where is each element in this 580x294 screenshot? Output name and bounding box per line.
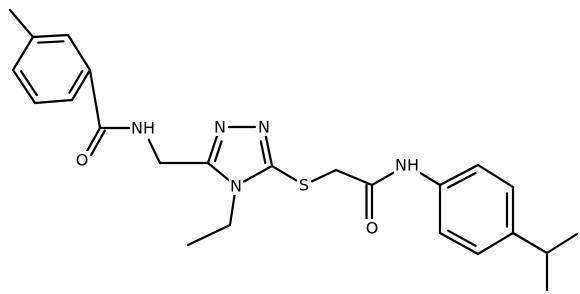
bond-n4-et1 xyxy=(228,193,236,227)
atom-n5: NH xyxy=(394,156,420,175)
bond-ch2b-co2 xyxy=(334,168,374,187)
bond-ip1-ip3 xyxy=(545,232,579,255)
bond-me1-ba1 xyxy=(8,8,35,39)
bond-s1-ch2b xyxy=(311,168,338,183)
bond-ph1-ph2-inner xyxy=(447,172,477,189)
bond-ba3-ba4 xyxy=(70,68,92,102)
bond-n4-c5 xyxy=(206,161,231,182)
bond-co2-n5 xyxy=(370,170,397,187)
atom-o1-label: O xyxy=(76,151,89,170)
atom-o2-background xyxy=(365,219,379,237)
atom-n4-label: N xyxy=(230,177,242,196)
bond-n5-ph1 xyxy=(417,170,442,187)
atom-o2-label: O xyxy=(366,219,379,238)
bond-c3-n4 xyxy=(242,164,274,183)
atom-n1-background xyxy=(130,119,156,137)
bond-n3-c3-inner xyxy=(259,140,267,165)
atom-n1: NH xyxy=(130,119,156,138)
bond-ph2-ph3 xyxy=(476,163,515,189)
bond-ph1-ph2 xyxy=(438,163,480,187)
atom-n2-label: N xyxy=(214,118,226,137)
bond-ba3-co1 xyxy=(88,68,102,130)
bond-ba3-ba4-inner xyxy=(68,69,84,94)
atom-n3-background xyxy=(257,118,271,136)
bond-ba1-ba2-inner xyxy=(37,40,65,44)
bond-n3-c3 xyxy=(264,134,274,168)
atom-o1: O xyxy=(75,151,89,170)
bond-c5-n2 xyxy=(206,134,219,165)
atom-n3-label: N xyxy=(258,118,270,137)
atom-s1-label: S xyxy=(299,176,309,195)
atom-o1-background xyxy=(75,151,89,169)
atom-n2-background xyxy=(213,118,227,136)
bond-c3-s1 xyxy=(270,164,298,182)
atom-n5-label: NH xyxy=(395,156,419,175)
bond-ba2-ba3 xyxy=(66,33,92,72)
bond-ba4-ba5 xyxy=(33,98,74,105)
bond-ba5-ba6 xyxy=(11,68,37,105)
bond-ph5-ph6 xyxy=(438,231,480,256)
bond-ba5-ba6-inner xyxy=(20,70,39,97)
bond-ba1-ba2 xyxy=(31,33,70,39)
atom-s1: S xyxy=(297,176,311,195)
atom-n3: N xyxy=(257,118,271,137)
bond-c5-n2-inner xyxy=(213,140,223,163)
bond-n1-ch2 xyxy=(147,138,162,165)
bond-ph5-ph6-inner xyxy=(447,229,477,247)
bond-ph4-ph5 xyxy=(476,231,515,256)
atom-label-layer: O NH N N N S O NH xyxy=(75,118,420,238)
atom-n5-background xyxy=(394,156,420,174)
bond-ba6-ba1 xyxy=(11,35,35,72)
atom-o2: O xyxy=(365,219,379,238)
atom-n1-label: NH xyxy=(131,119,155,138)
bond-ph4-ip1 xyxy=(511,231,549,255)
bond-co1-o1 xyxy=(85,126,102,154)
atom-n4: N xyxy=(229,177,243,196)
bond-co1-o1-second xyxy=(90,129,106,156)
atom-n4-background xyxy=(229,177,243,195)
atom-n2: N xyxy=(213,118,227,137)
atom-s1-background xyxy=(297,176,311,194)
bond-et1-et2 xyxy=(186,223,232,247)
bond-layer xyxy=(8,8,579,292)
